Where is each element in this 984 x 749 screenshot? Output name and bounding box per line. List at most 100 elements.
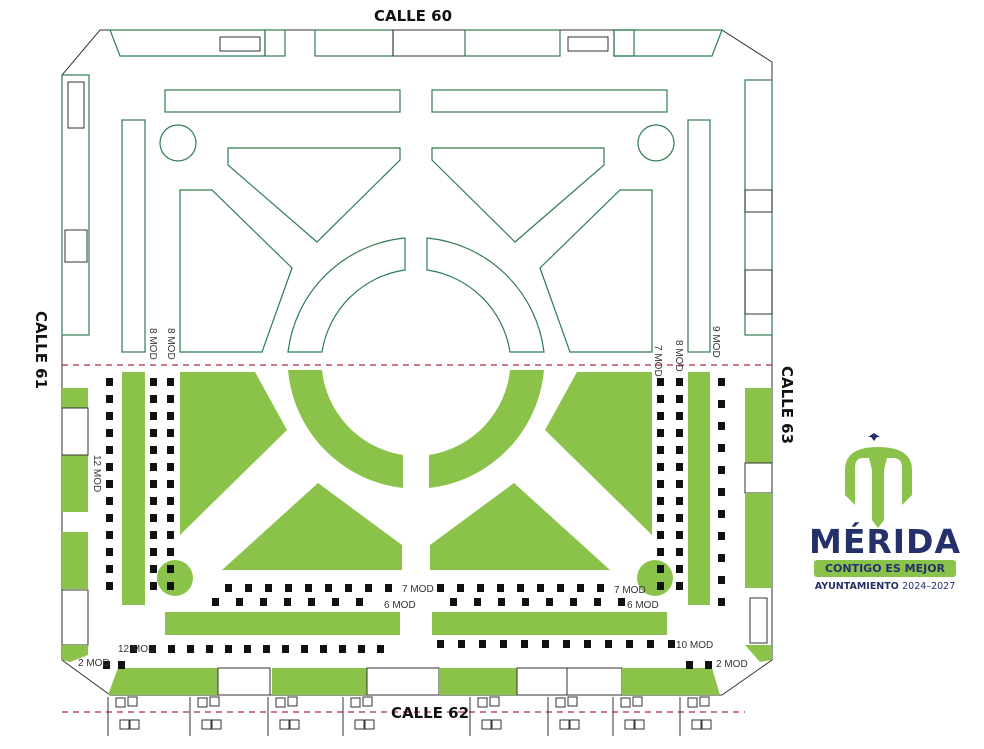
- stall-marker: [187, 645, 194, 653]
- stall-marker: [325, 584, 332, 592]
- stall-marker: [676, 446, 683, 454]
- stall-marker: [245, 584, 252, 592]
- stall-bar: [164, 89, 401, 113]
- stall-marker: [718, 422, 725, 430]
- stall-marker: [718, 466, 725, 474]
- stall-marker: [676, 548, 683, 556]
- fountain: [637, 124, 675, 162]
- stall-marker: [285, 584, 292, 592]
- stall-marker: [320, 645, 327, 653]
- stall-marker: [437, 584, 444, 592]
- stall-marker: [657, 412, 664, 420]
- stall-marker: [106, 378, 113, 386]
- stall-marker: [106, 446, 113, 454]
- stall-marker: [167, 463, 174, 471]
- module-label: 10 MOD: [676, 640, 713, 651]
- stall-marker: [537, 584, 544, 592]
- street-label-south: CALLE 62: [391, 704, 469, 722]
- stall-marker: [106, 514, 113, 522]
- stall-marker: [718, 532, 725, 540]
- stall-marker: [676, 514, 683, 522]
- stall-marker: [657, 531, 664, 539]
- module-label: 9 MOD: [710, 326, 721, 358]
- stall-marker: [657, 497, 664, 505]
- module-label: 8 MOD: [673, 340, 684, 372]
- stall-bar: [432, 612, 667, 635]
- stall-marker: [167, 395, 174, 403]
- stall-marker: [686, 661, 693, 669]
- stall-marker: [657, 446, 664, 454]
- stall-marker: [474, 598, 481, 606]
- stall-marker: [356, 598, 363, 606]
- stall-marker: [150, 548, 157, 556]
- stall-marker: [676, 582, 683, 590]
- stall-marker: [605, 640, 612, 648]
- stall-marker: [563, 640, 570, 648]
- stall-marker: [167, 497, 174, 505]
- stall-marker: [477, 584, 484, 592]
- stall-marker: [570, 598, 577, 606]
- stall-marker: [517, 584, 524, 592]
- stall-marker: [676, 497, 683, 505]
- stall-marker: [377, 645, 384, 653]
- stall-marker: [103, 661, 110, 669]
- stall-column: [121, 119, 146, 353]
- stall-marker: [437, 640, 444, 648]
- stall-marker: [676, 565, 683, 573]
- stall-marker: [150, 395, 157, 403]
- stall-marker: [106, 463, 113, 471]
- stall-marker: [676, 463, 683, 471]
- module-label: 12 MOD: [118, 644, 155, 655]
- stall-marker: [150, 565, 157, 573]
- stall-marker: [657, 480, 664, 488]
- logo-org: AYUNTAMIENTO: [814, 581, 899, 592]
- stall-bar: [165, 612, 400, 635]
- stall-marker: [718, 444, 725, 452]
- stall-marker: [167, 565, 174, 573]
- stall-marker: [577, 584, 584, 592]
- block-outline: [61, 29, 773, 696]
- stall-marker: [457, 584, 464, 592]
- stall-marker: [668, 640, 675, 648]
- stall-marker: [106, 395, 113, 403]
- module-label: 6 MOD: [384, 600, 416, 611]
- stall-marker: [244, 645, 251, 653]
- module-label: 12 MOD: [91, 455, 102, 492]
- stall-marker: [657, 514, 664, 522]
- stall-column: [687, 119, 711, 353]
- stall-marker: [718, 598, 725, 606]
- stall-marker: [167, 531, 174, 539]
- stall-marker: [500, 640, 507, 648]
- stall-marker: [150, 497, 157, 505]
- stall-marker: [339, 645, 346, 653]
- stall-marker: [106, 582, 113, 590]
- stall-marker: [168, 645, 175, 653]
- fountain: [157, 560, 193, 596]
- module-label: 8 MOD: [147, 328, 158, 360]
- stall-marker: [479, 640, 486, 648]
- stall-marker: [301, 645, 308, 653]
- stall-marker: [521, 640, 528, 648]
- stall-marker: [149, 645, 156, 653]
- stall-marker: [106, 429, 113, 437]
- stall-marker: [542, 640, 549, 648]
- south-lots: [107, 696, 712, 736]
- module-label: 6 MOD: [627, 600, 659, 611]
- logo-subtitle: AYUNTAMIENTO 2024–2027: [800, 581, 970, 592]
- stall-marker: [150, 378, 157, 386]
- stall-marker: [584, 640, 591, 648]
- stall-marker: [106, 565, 113, 573]
- stall-marker: [597, 584, 604, 592]
- stall-marker: [497, 584, 504, 592]
- stall-marker: [718, 488, 725, 496]
- stall-marker: [150, 429, 157, 437]
- stall-markers: [103, 378, 725, 669]
- stall-marker: [167, 429, 174, 437]
- stall-marker: [167, 446, 174, 454]
- stall-bar: [431, 89, 668, 113]
- stall-marker: [308, 598, 315, 606]
- stall-marker: [345, 584, 352, 592]
- south-buildings: [108, 667, 720, 696]
- stall-marker: [150, 412, 157, 420]
- logo-name: MÉRIDA: [808, 522, 961, 561]
